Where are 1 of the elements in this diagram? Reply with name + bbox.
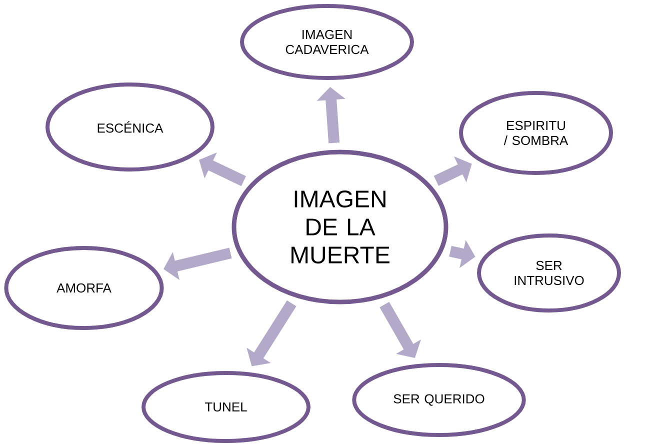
block-arrow xyxy=(380,302,421,358)
